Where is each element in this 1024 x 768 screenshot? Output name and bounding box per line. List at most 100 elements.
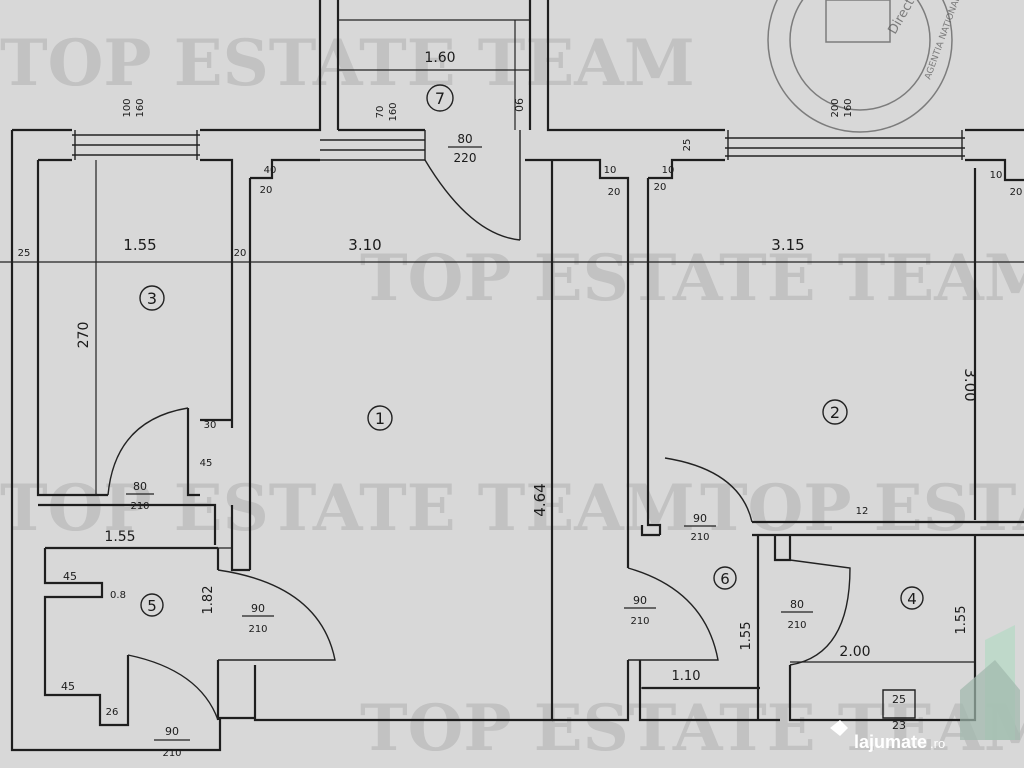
room-5-circle [140,593,164,617]
heart-icon [830,720,848,736]
room-4-number: 4 [907,590,917,608]
room-3-number: 3 [147,289,157,308]
room-6-number: 6 [720,570,730,588]
dim-wall-25-top: 25 [682,139,693,152]
inner-wall-room3-right [200,158,234,428]
dim-room2-window-top: 200 [830,98,841,117]
room-2-circle [822,399,848,425]
room-7-circle [426,84,454,112]
dim-wall-12: 12 [856,506,869,517]
dim-balcony-width: 1.60 [424,50,455,66]
shaft [882,689,916,719]
dim-wall-20-b: 20 [608,187,621,198]
room3-door-jamb [186,408,200,497]
room-1-walls [248,158,630,722]
dim-door1-top: 90 [633,594,647,607]
dim-wall-25-left: 25 [18,248,31,259]
dim-room3-width: 1.55 [123,236,156,254]
room2-bottom-wall [752,520,1024,537]
balcony-door-jamb [424,130,521,240]
room-3-circle [139,285,165,311]
dim-room3-window-bottom: 160 [135,98,146,117]
dim-entry-door-bottom: 210 [162,748,181,759]
dim-wall-26: 26 [106,707,119,718]
window-room2 [725,130,965,160]
dim-balcony-door-bottom: 220 [454,151,477,165]
house-graphic [960,660,1020,740]
watermark-1: TOP ESTATE TEAM [0,26,695,101]
entry-door-arc [127,654,219,721]
dim-room6-width: 1.10 [672,669,701,684]
dim-balcony-window-bottom: 160 [388,102,399,121]
dim-door6-top: 90 [693,512,707,525]
dim-balcony-depth: 90 [512,98,525,112]
dim-balcony-window-top: 70 [375,106,386,119]
dim-room3-height: 270 [76,322,92,349]
room-labels: 1 2 3 4 5 6 7 [139,84,924,617]
balcony-door-arc [424,159,521,241]
room1-bottom-right [552,660,630,722]
dim-room5-height: 1.82 [201,586,216,615]
dim-wall-30: 30 [204,420,217,431]
dim-room2-height: 3.00 [961,368,979,401]
watermark-2: TOP ESTATE TEAM [360,241,1024,316]
room-7-number: 7 [435,89,445,108]
dim-wall-20-left: 20 [234,248,247,259]
dim-room6-height: 1.55 [739,622,754,651]
window-balcony [320,139,425,161]
room1-top-right [525,158,630,568]
dim-wall-45-b: 45 [61,680,75,693]
corridor-top [38,503,217,545]
room1-bottom [253,160,554,722]
dim-room5-width: 1.55 [104,529,135,545]
room-1-circle [367,405,393,431]
room6-door-arc [664,457,753,523]
stamp-outer-ring [767,0,953,133]
window-room3 [72,130,200,160]
outer-wall-top-mid [200,0,322,132]
room-5-number: 5 [147,597,157,615]
dim-wall-10-c: 10 [662,165,675,176]
room2-left-wall [646,178,662,535]
outer-walls [10,0,1024,752]
dim-shaft-top: 25 [892,693,906,706]
room-4-circle [900,586,924,610]
room6-top-left [640,525,660,537]
room2-top-right [965,158,1024,182]
outer-wall-top-right [546,0,725,132]
watermark-4: TOP ESTATE TEAM [700,471,1024,546]
dim-room1-height: 4.64 [531,483,549,516]
dim-shaft-bottom: 23 [892,719,906,732]
watermark-5: TOP ESTATE TEAM [360,691,1024,766]
room-1-number: 1 [375,409,385,428]
site-badge: lajumate .ro [830,625,1020,752]
dim-wall-45-a: 45 [63,570,77,583]
room1-door-arc [627,567,719,661]
outer-wall-left [10,130,255,752]
room1-top-left [250,158,320,180]
dim-door6-bottom: 210 [690,532,709,543]
inner-wall-room3-left [36,160,108,497]
dim-room4-width: 2.00 [839,644,870,660]
room3-door-arc [107,407,189,496]
windows [72,130,965,161]
badge-text: lajumate [854,732,927,752]
dimension-labels: 1.60 90 70 160 80 220 100 160 200 160 25… [18,50,1023,759]
stamp-emblem [825,0,891,43]
dim-door1-bottom: 210 [630,616,649,627]
room-2-number: 2 [830,403,840,422]
dim-door5-top: 90 [251,602,265,615]
dim-wall-10-b: 10 [604,165,617,176]
dim-room2-window-bottom: 160 [843,98,854,117]
doors [107,130,851,721]
watermark-3: TOP ESTATE TEAM [0,471,695,546]
room4-door-arc [789,559,851,666]
dim-room1-width: 3.10 [348,236,381,254]
dim-wall-20-d: 20 [1010,187,1023,198]
dim-wall-20-a: 20 [260,185,273,196]
dim-room3-window-top: 100 [122,98,133,117]
room6-bottom [638,660,780,722]
dim-room4-height: 1.55 [954,606,969,635]
